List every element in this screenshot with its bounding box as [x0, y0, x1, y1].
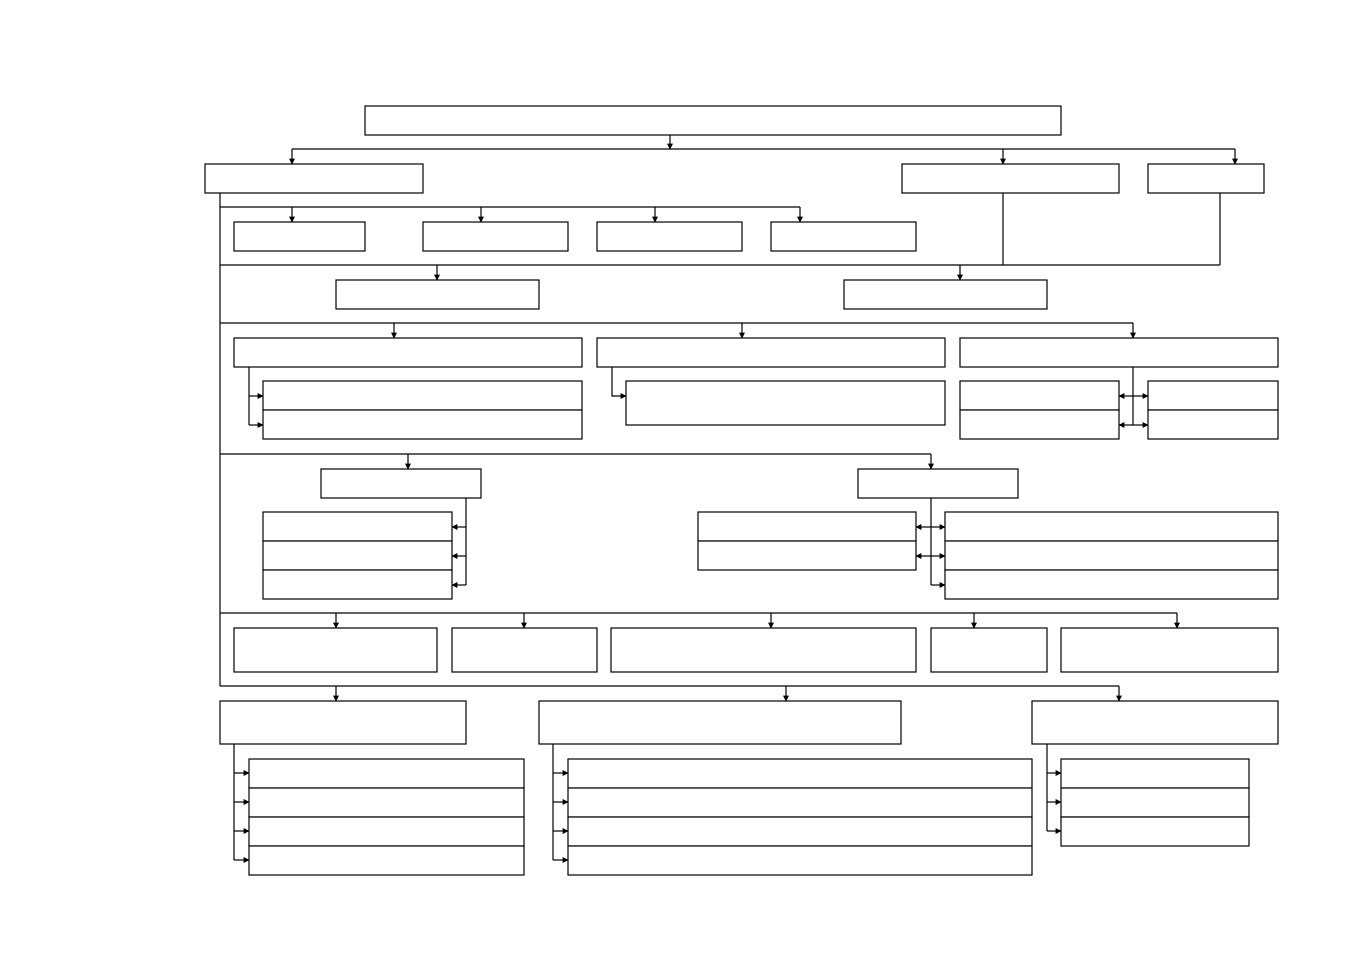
row4-3-left-row-1 [959, 380, 1120, 411]
row6-box-5 [1060, 627, 1279, 673]
row2-box-2 [422, 221, 569, 252]
row7-1-child-row-1 [248, 758, 525, 789]
row7-2-child-row-2 [567, 787, 1033, 818]
row4-box-3 [959, 337, 1279, 368]
row7-1-child-row-3 [248, 816, 525, 847]
row5-1-child-row-1 [262, 511, 453, 542]
row7-3-child-row-1 [1060, 758, 1250, 789]
row7-3-child-row-3 [1060, 816, 1250, 847]
r4-2-branch [611, 367, 627, 399]
row4-3-right-row-1 [1147, 380, 1279, 411]
row4-1-child-row-1 [262, 380, 583, 411]
row5-1-child-row-2 [262, 540, 453, 571]
row4-3-right-row-2 [1147, 409, 1279, 440]
row3-box-2 [843, 279, 1048, 310]
row7-2-child-row-3 [567, 816, 1033, 847]
row5-2-left-row-1 [697, 511, 917, 542]
right-small-box [1147, 163, 1265, 194]
row5-box-1 [320, 468, 482, 499]
row7-box-1 [219, 700, 467, 745]
diagram-boxes [204, 105, 1279, 876]
row6-box-1 [233, 627, 438, 673]
connector-lines [219, 135, 1238, 863]
row6-box-3 [610, 627, 917, 673]
row5-2-left-row-2 [697, 540, 917, 571]
row7-2-child-row-4 [567, 845, 1033, 876]
row4-box-2 [596, 337, 946, 368]
row3-box-1 [335, 279, 540, 310]
row5-1-child-row-3 [262, 569, 453, 600]
row4-1-child-row-2 [262, 409, 583, 440]
row5-2-right-row-3 [944, 569, 1279, 600]
row5-2-right-row-2 [944, 540, 1279, 571]
row2-box-3 [596, 221, 743, 252]
row4-2-child [625, 380, 946, 426]
row7-1-child-row-2 [248, 787, 525, 818]
row2-box-1 [233, 221, 366, 252]
row6-box-2 [451, 627, 598, 673]
row7-2-child-row-1 [567, 758, 1033, 789]
left-main-box [204, 163, 424, 194]
row6-box-4 [930, 627, 1048, 673]
row7-1-child-row-4 [248, 845, 525, 876]
row7-box-2 [538, 700, 902, 745]
row4-box-1 [233, 337, 583, 368]
right-main-box [901, 163, 1120, 194]
row2-box-4 [770, 221, 917, 252]
row7-box-3 [1031, 700, 1279, 745]
row5-box-2 [857, 468, 1019, 499]
root-box [364, 105, 1062, 136]
row5-2-right-row-1 [944, 511, 1279, 542]
row7-3-child-row-2 [1060, 787, 1250, 818]
row4-3-left-row-2 [959, 409, 1120, 440]
